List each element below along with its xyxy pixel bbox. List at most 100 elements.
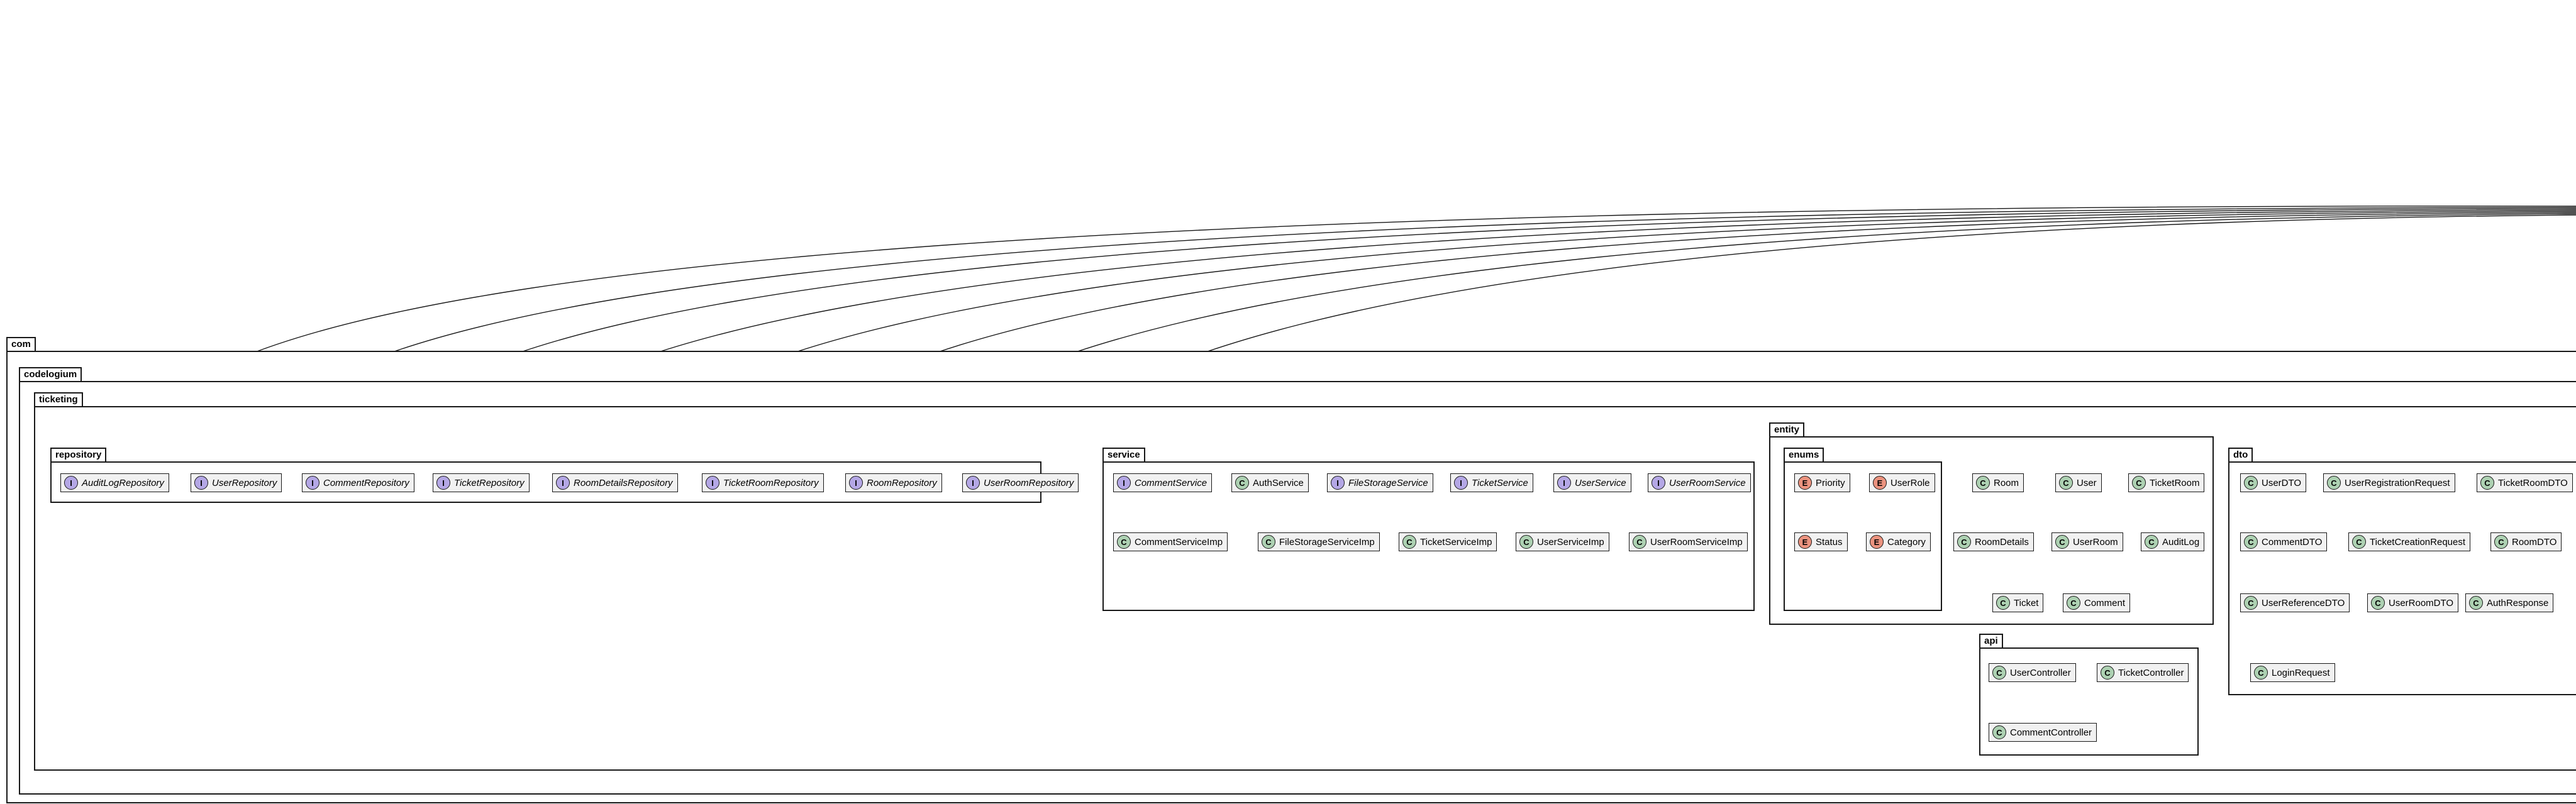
class-icon: C — [2352, 535, 2366, 549]
class-icon: C — [1633, 535, 1646, 549]
interface-ticketservice[interactable]: I TicketService — [1450, 473, 1533, 492]
type-label: Category — [1887, 536, 1926, 548]
class-icon: C — [2469, 596, 2483, 610]
type-label: RoomRepository — [867, 477, 937, 488]
class-userreferencedto[interactable]: C UserReferenceDTO — [2240, 593, 2350, 612]
interface-auditlogrepository[interactable]: I AuditLogRepository — [60, 473, 169, 492]
type-label: FileStorageServiceImp — [1279, 536, 1375, 548]
type-label: TicketRoomDTO — [2498, 477, 2568, 488]
class-filestorageserviceimp[interactable]: C FileStorageServiceImp — [1258, 532, 1380, 551]
class-icon: C — [2145, 535, 2158, 549]
class-icon: C — [2244, 476, 2258, 490]
interface-icon: I — [64, 476, 78, 490]
class-icon: C — [1262, 535, 1275, 549]
interface-icon: I — [966, 476, 980, 490]
type-label: UserReferenceDTO — [2262, 597, 2345, 609]
type-label: UserRoomService — [1669, 477, 1746, 488]
class-comment[interactable]: C Comment — [2063, 593, 2131, 612]
class-icon: C — [1957, 535, 1971, 549]
class-icon: C — [2059, 476, 2073, 490]
interface-icon: I — [436, 476, 450, 490]
type-label: LoginRequest — [2272, 667, 2330, 678]
class-icon: C — [2244, 596, 2258, 610]
class-icon: C — [1992, 666, 2006, 680]
type-label: Ticket — [2014, 597, 2039, 609]
type-label: UserRepository — [212, 477, 277, 488]
class-ticket[interactable]: C Ticket — [1992, 593, 2044, 612]
type-label: TicketServiceImp — [1420, 536, 1492, 548]
class-icon: C — [1976, 476, 1990, 490]
class-icon: C — [2132, 476, 2146, 490]
interface-userroomrepository[interactable]: I UserRoomRepository — [962, 473, 1079, 492]
class-auditlog[interactable]: C AuditLog — [2141, 532, 2205, 551]
class-icon: C — [1992, 725, 2006, 739]
package-dto-tab: dto — [2228, 448, 2253, 463]
class-icon: C — [2067, 596, 2080, 610]
type-label: UserService — [1575, 477, 1626, 488]
type-label: AuditLogRepository — [82, 477, 164, 488]
interface-icon: I — [706, 476, 719, 490]
package-dto: dto — [2228, 448, 2576, 695]
interface-icon: I — [1454, 476, 1468, 490]
class-icon: C — [1996, 596, 2010, 610]
enum-icon: E — [1870, 535, 1884, 549]
type-label: UserRoomRepository — [984, 477, 1074, 488]
class-ticketroom[interactable]: C TicketRoom — [2128, 473, 2205, 492]
package-enums-tab: enums — [1784, 448, 1824, 463]
type-label: AuditLog — [2162, 536, 2200, 548]
package-ticketing-tab: ticketing — [34, 392, 83, 407]
type-label: Comment — [2084, 597, 2126, 609]
type-label: UserServiceImp — [1537, 536, 1604, 548]
package-service-tab: service — [1102, 448, 1145, 463]
class-icon: C — [1235, 476, 1249, 490]
package-com-tab: com — [6, 337, 36, 352]
interface-userroomservice[interactable]: I UserRoomService — [1648, 473, 1751, 492]
type-label: Priority — [1816, 477, 1845, 488]
type-label: CommentServiceImp — [1135, 536, 1223, 548]
class-icon: C — [2055, 535, 2069, 549]
type-label: TicketRoom — [2150, 477, 2200, 488]
class-icon: C — [2494, 535, 2508, 549]
type-label: TicketController — [2118, 667, 2184, 678]
interface-icon: I — [1117, 476, 1131, 490]
class-icon: C — [1402, 535, 1416, 549]
class-ticketserviceimp[interactable]: C TicketServiceImp — [1399, 532, 1497, 551]
type-label: TicketService — [1472, 477, 1528, 488]
type-label: UserRoomDTO — [2389, 597, 2454, 609]
interface-icon: I — [1652, 476, 1665, 490]
